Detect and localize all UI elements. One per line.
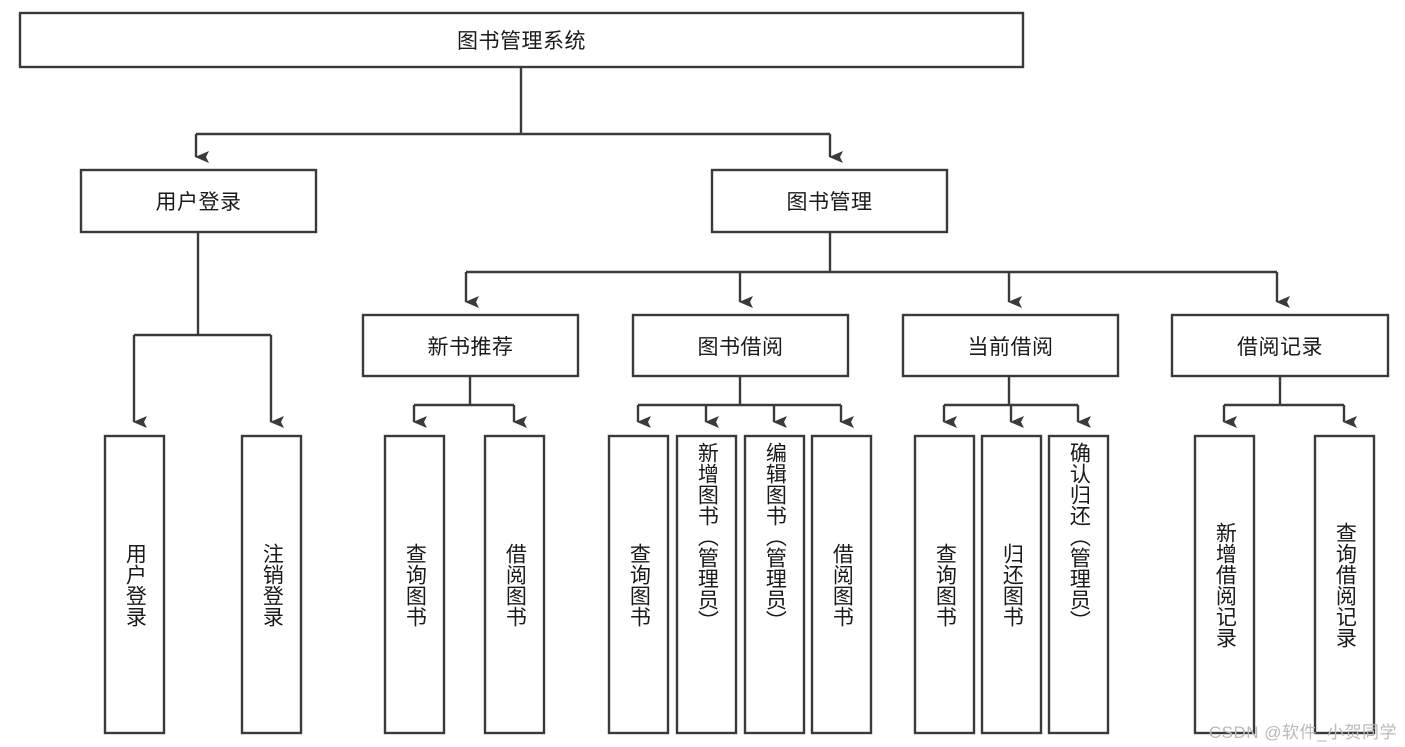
connector-current-borrow-bus <box>944 376 1078 407</box>
node-borrow-record-box[interactable] <box>1170 313 1390 378</box>
connector-root-bus <box>196 67 830 136</box>
leaf-box-user-login-0[interactable] <box>103 434 166 735</box>
connector-book-borrow-bus <box>638 376 841 407</box>
node-book-mgmt-box[interactable] <box>710 168 949 234</box>
leaf-box-borrow-record-0[interactable] <box>1193 434 1256 735</box>
csdn-watermark: CSDN @软件_小贺同学 <box>1208 723 1397 742</box>
leaf-box-user-login-1[interactable] <box>240 434 303 735</box>
leaf-box-borrow-record-1[interactable] <box>1313 434 1376 735</box>
node-current-borrow-box[interactable] <box>901 313 1120 378</box>
connector-book-mgmt-bus <box>466 232 1277 274</box>
leaf-box-current-borrow-0[interactable] <box>913 434 976 735</box>
leaf-box-current-borrow-1[interactable] <box>980 434 1043 735</box>
connector-user-login-bus <box>134 232 271 337</box>
node-user-login-box[interactable] <box>79 168 318 234</box>
leaf-box-book-borrow-0[interactable] <box>607 434 670 735</box>
node-root-box[interactable] <box>18 11 1025 69</box>
node-book-borrow-box[interactable] <box>631 313 850 378</box>
leaf-box-current-borrow-2[interactable] <box>1047 434 1110 735</box>
connector-new-book-bus <box>414 376 514 407</box>
node-new-book-recommend-box[interactable] <box>361 313 580 378</box>
connector-borrow-record-bus <box>1224 376 1344 407</box>
leaf-box-book-borrow-2[interactable] <box>743 434 806 735</box>
leaf-box-new-book-1[interactable] <box>483 434 546 735</box>
leaf-box-book-borrow-3[interactable] <box>810 434 873 735</box>
leaf-box-new-book-0[interactable] <box>383 434 446 735</box>
leaf-box-book-borrow-1[interactable] <box>675 434 738 735</box>
